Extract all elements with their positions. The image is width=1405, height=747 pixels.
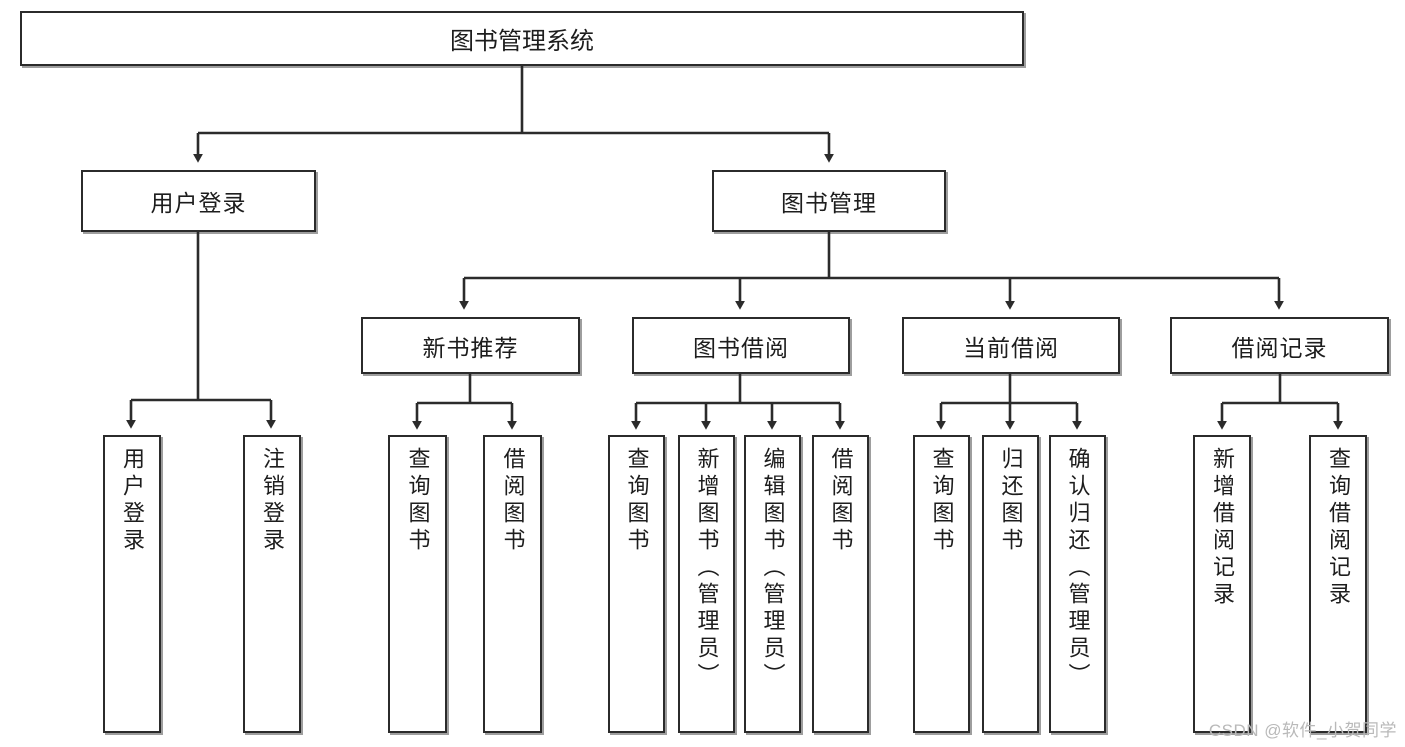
- leaf-borrow-add-book-admin[interactable]: 新增图书（管理员）: [678, 435, 735, 733]
- node-book-management[interactable]: 图书管理: [712, 170, 946, 232]
- node-label: 查询借阅记录: [1326, 447, 1351, 609]
- node-label: 确认归还（管理员）: [1065, 447, 1091, 690]
- node-book-borrow[interactable]: 图书借阅: [632, 317, 850, 374]
- node-label: 查询图书: [624, 447, 650, 555]
- node-label: 编辑图书（管理员）: [760, 447, 786, 690]
- node-label: 借阅图书: [828, 447, 854, 555]
- node-label: 查询图书: [929, 447, 955, 555]
- node-label: 注销登录: [260, 447, 285, 555]
- leaf-record-query-record[interactable]: 查询借阅记录: [1309, 435, 1367, 733]
- leaf-record-add-record[interactable]: 新增借阅记录: [1193, 435, 1251, 733]
- node-root-system[interactable]: 图书管理系统: [20, 11, 1024, 66]
- leaf-current-return-book[interactable]: 归还图书: [982, 435, 1039, 733]
- node-borrow-record[interactable]: 借阅记录: [1170, 317, 1389, 374]
- leaf-user-login-signin[interactable]: 用户登录: [103, 435, 161, 733]
- leaf-current-query-book[interactable]: 查询图书: [913, 435, 970, 733]
- leaf-borrow-query-book[interactable]: 查询图书: [608, 435, 665, 733]
- node-label: 图书借阅: [693, 334, 789, 361]
- node-label: 当前借阅: [963, 334, 1059, 361]
- leaf-borrow-borrow-book[interactable]: 借阅图书: [812, 435, 869, 733]
- node-label: 借阅图书: [500, 447, 526, 555]
- node-label: 新增图书（管理员）: [694, 447, 720, 690]
- node-new-book-recommend[interactable]: 新书推荐: [361, 317, 580, 374]
- leaf-user-login-signout[interactable]: 注销登录: [243, 435, 301, 733]
- node-label: 图书管理: [781, 190, 877, 216]
- node-user-login[interactable]: 用户登录: [81, 170, 316, 232]
- node-label: 归还图书: [998, 447, 1024, 555]
- node-label: 用户登录: [120, 447, 145, 555]
- node-current-borrow[interactable]: 当前借阅: [902, 317, 1120, 374]
- node-label: 借阅记录: [1231, 334, 1328, 361]
- leaf-current-confirm-return-admin[interactable]: 确认归还（管理员）: [1049, 435, 1106, 733]
- node-label: 查询图书: [405, 447, 431, 555]
- node-label: 新书推荐: [422, 334, 519, 361]
- leaf-borrow-edit-book-admin[interactable]: 编辑图书（管理员）: [744, 435, 801, 733]
- node-label: 图书管理系统: [450, 28, 594, 55]
- leaf-recommend-borrow-book[interactable]: 借阅图书: [483, 435, 542, 733]
- leaf-recommend-query-book[interactable]: 查询图书: [388, 435, 447, 733]
- node-label: 用户登录: [150, 190, 247, 216]
- watermark: CSDN @软件_小贺同学: [1208, 721, 1397, 740]
- node-label: 新增借阅记录: [1210, 447, 1235, 609]
